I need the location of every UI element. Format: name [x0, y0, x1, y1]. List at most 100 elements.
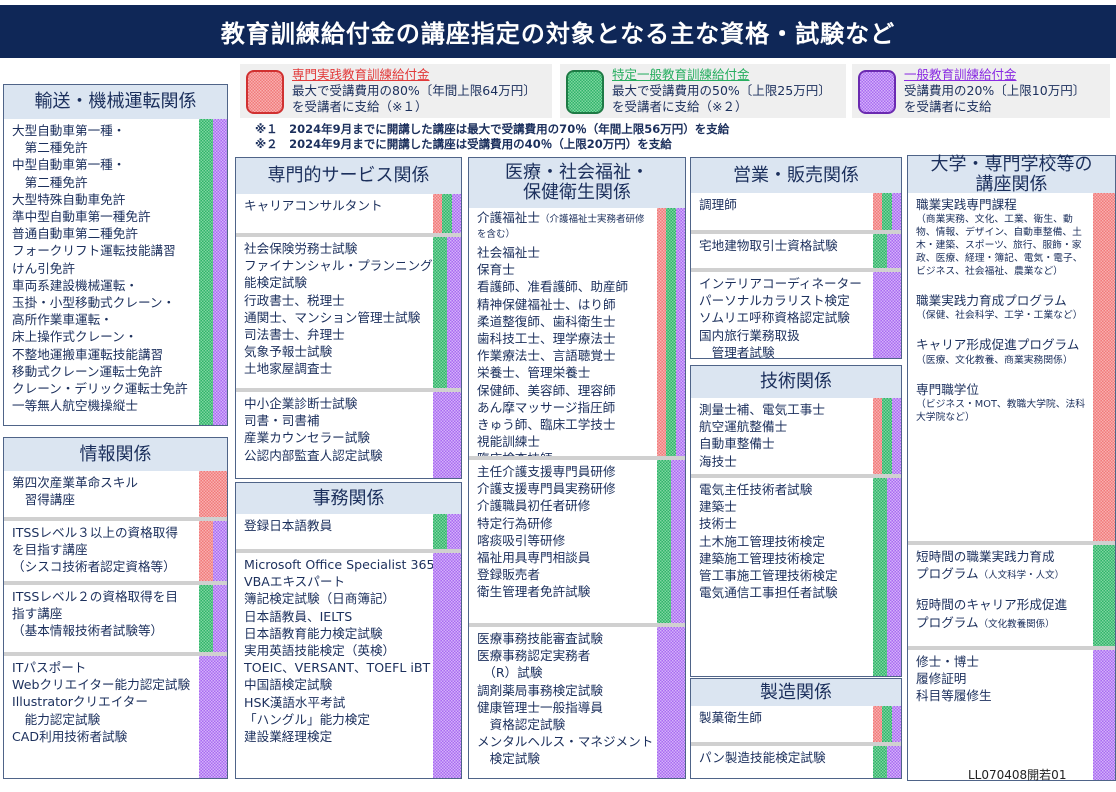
list-item: 福祉用具専門相談員 [477, 550, 591, 566]
list-item: クレーン・デリック運転士免許 [12, 381, 188, 397]
list-item: （シスコ技術者認定資格等） [12, 559, 176, 575]
item-list: 第四次産業革命スキル 習得講座 [4, 471, 199, 517]
list-item: Illustratorクリエイター [12, 694, 148, 710]
panel-university: 大学・専門学校等の 講座関係職業実践専門課程（商業実務、文化、工業、衛生、動物、… [907, 154, 1116, 781]
panel-manufacturing: 製造関係製菓衛生師パン製造技能検定試験 [690, 678, 902, 779]
item-list: インテリアコーディネーターパーソナルカラリスト検定ソムリエ呼称資格認定試験国内旅… [691, 272, 873, 358]
list-item: 衛生管理者免許試験 [477, 584, 591, 600]
purple-fund-stripe-icon [199, 656, 227, 778]
category-section: 主任介護支援専門員研修介護支援専門員実務研修介護職員初任者研修特定行為研修喀痰吸… [469, 456, 685, 623]
green-fund-stripe-icon [1093, 545, 1115, 646]
list-item: ソムリエ呼称資格認定試験 [699, 310, 850, 326]
legend-line: を受講者に支給（※２） [612, 99, 748, 114]
footnote-1: ※１ 2024年9月までに開講した講座は最大で受講費用の70％（年間上限56万円… [255, 122, 730, 136]
list-item: 実用英語技能検定（英検） [244, 643, 396, 659]
fund-stripes [433, 237, 461, 388]
item-list: 登録日本語教員 [236, 514, 433, 549]
item-list: 電気主任技術者試験建築士技術士土木施工管理技術検定建築施工管理技術検定管工事施工… [691, 478, 873, 676]
fund-stripes [199, 656, 227, 778]
list-item: 日本語教育能力検定試験 [244, 625, 383, 641]
fund-stripes [199, 585, 227, 652]
list-item: 介護支援専門員実務研修 [477, 481, 616, 497]
list-item: 専門職学位（ビジネス・MOT、教職大学院、法科大学院など） [916, 381, 1089, 424]
item-list: パン製造技能検定試験 [691, 746, 873, 778]
list-item: パーソナルカラリスト検定 [699, 293, 850, 309]
item-list: 介護福祉士（介護福祉士実務者研修を含む）社会福祉士保育士看護師、准看護師、助産師… [469, 208, 657, 456]
list-item: 資格認定試験 [477, 717, 566, 733]
item-note: （保健、社会科学、工学・工業など） [916, 310, 1083, 322]
red-fund-stripe-icon [199, 521, 213, 581]
category-section: 大型自動車第一種・ 第二種免許中型自動車第一種・ 第二種免許大型特殊自動車免許準… [4, 119, 227, 425]
list-item: 保育士 [477, 262, 515, 278]
fund-stripes [433, 553, 461, 778]
list-item: 産業カウンセラー試験 [244, 430, 370, 446]
footnotes: ※１ 2024年9月までに開講した講座は最大で受講費用の70％（年間上限56万円… [255, 122, 729, 152]
purple-fund-stripe-icon [675, 208, 685, 456]
list-item: 司書・司書補 [244, 413, 320, 429]
list-item: ファイナンシャル・プランニング技 [244, 258, 433, 274]
list-item: 高所作業車運転・ [12, 312, 113, 328]
item-list: 主任介護支援専門員研修介護支援専門員実務研修介護職員初任者研修特定行為研修喀痰吸… [469, 460, 657, 623]
list-item: 臨床検査技師 [477, 450, 653, 456]
fund-stripes [1093, 650, 1115, 780]
purple-fund-stripe-icon [887, 746, 901, 778]
list-item: 玉掛・小型移動式クレーン・ [12, 295, 176, 311]
list-item: 介護福祉士（介護福祉士実務者研修を含む） [477, 211, 653, 241]
panel-transport: 輸送・機械運転関係大型自動車第一種・ 第二種免許中型自動車第一種・ 第二種免許大… [3, 84, 228, 426]
list-item: 健康管理士一般指導員 [477, 699, 603, 715]
category-section: 宅地建物取引士資格試験 [691, 230, 901, 268]
item-name: 短時間のキャリア形成促進 プログラム [916, 597, 1068, 630]
fund-stripes [433, 514, 461, 549]
purple-fund-stripe-icon [1093, 650, 1115, 780]
list-item: 特定行為研修 [477, 515, 553, 531]
list-item: 短時間のキャリア形成促進 プログラム（文化教養関係） [916, 596, 1089, 632]
fund-stripes [873, 398, 901, 474]
purple-fund-stripe-icon [213, 521, 227, 581]
list-item: 科目等履修生 [916, 688, 992, 704]
panel-title: 情報関係 [4, 438, 227, 471]
purple-fund-stripe-icon [891, 398, 901, 474]
purple-fund-stripe-icon [657, 627, 685, 778]
green-fund-stripe-icon [433, 237, 447, 388]
panel-title: 営業・販売関係 [691, 158, 901, 193]
category-section: 社会保険労務士試験ファイナンシャル・プランニング技能検定試験行政書士、税理士通関… [236, 233, 461, 388]
list-item: 職業実践専門課程（商業実務、文化、工業、衛生、動物、情報、デザイン、自動車整備、… [916, 196, 1089, 278]
list-item: Microsoft Office Specialist 365 [244, 557, 433, 572]
red-fund-stripe-icon [199, 471, 227, 517]
list-item: 自動車整備士 [699, 436, 775, 452]
list-item: 登録日本語教員 [244, 518, 333, 533]
green-fund-stripe-icon [199, 585, 213, 652]
purple-fund-stripe-icon [887, 234, 901, 268]
green-swatch-icon [566, 70, 604, 114]
list-item: を目指す講座 [12, 542, 88, 558]
category-section: 電気主任技術者試験建築士技術士土木施工管理技術検定建築施工管理技術検定管工事施工… [691, 474, 901, 676]
item-list: 宅地建物取引士資格試験 [691, 234, 873, 268]
item-list: 修士・博士履修証明科目等履修生 [908, 650, 1093, 780]
green-fund-stripe-icon [433, 514, 447, 549]
list-item: 修士・博士 [916, 654, 979, 669]
item-list: 中小企業診断士試験司書・司書補産業カウンセラー試験公認内部監査人認定試験 [236, 392, 433, 478]
list-item: 宅地建物取引士資格試験 [699, 238, 838, 253]
fund-stripes [433, 194, 461, 233]
panel-title: 事務関係 [236, 483, 461, 514]
list-item: HSK漢語水平考試 [244, 694, 346, 710]
item-note: （介護福祉士実務者研修を含む） [477, 214, 645, 240]
fund-stripes [873, 746, 901, 778]
list-item: （基本情報技術者試験等） [12, 623, 164, 639]
red-fund-stripe-icon [657, 208, 667, 456]
green-fund-stripe-icon [882, 193, 892, 230]
list-item: 技術士 [699, 516, 737, 532]
item-note: （ビジネス・MOT、教職大学院、法科大学院など） [916, 398, 1086, 423]
fund-stripes [873, 272, 901, 358]
footnote-2: ※２ 2024年9月までに開講した講座は受講費用の40％（上限20万円）を支給 [255, 137, 672, 151]
list-item: 「ハングル」能力検定 [244, 711, 370, 727]
green-fund-stripe-icon [657, 460, 671, 623]
list-item: ITSSレベル３以上の資格取得 [12, 525, 178, 540]
list-item: 能力認定試験 [12, 711, 101, 727]
purple-swatch-icon [858, 70, 896, 114]
list-item: 建築施工管理技術検定 [699, 550, 825, 566]
list-item: パン製造技能検定試験 [699, 750, 826, 765]
fund-stripes [199, 521, 227, 581]
